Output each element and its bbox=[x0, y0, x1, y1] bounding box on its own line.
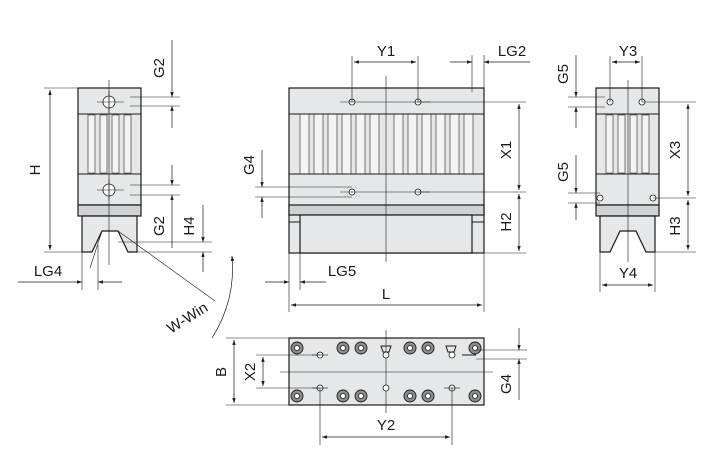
label-w-win: W-Win bbox=[164, 299, 211, 337]
bottom-view bbox=[280, 330, 493, 413]
label-g2-top: G2 bbox=[151, 58, 168, 78]
dimension-y3: Y3 bbox=[609, 43, 643, 102]
dimension-l: L bbox=[291, 253, 485, 312]
dimension-lg5: LG5 bbox=[265, 253, 356, 312]
side-view-left bbox=[77, 80, 142, 265]
label-g2-bottom: G2 bbox=[151, 216, 168, 236]
label-h3: H3 bbox=[667, 216, 684, 235]
side-view-right bbox=[595, 80, 660, 262]
dimension-x1: X1 bbox=[418, 101, 526, 193]
label-g5-top: G5 bbox=[555, 64, 572, 84]
front-ribs bbox=[299, 113, 474, 175]
dimension-g5-bottom: G5 bbox=[555, 155, 600, 220]
dimension-h3: H3 bbox=[655, 200, 696, 253]
dimension-h: H bbox=[27, 87, 84, 253]
dimension-g4-front: G4 bbox=[241, 150, 352, 218]
label-y1: Y1 bbox=[377, 43, 395, 60]
dimension-g2-bottom: G2 bbox=[130, 165, 180, 248]
label-x2: X2 bbox=[242, 363, 259, 381]
label-y4: Y4 bbox=[619, 265, 637, 282]
dimension-y1: Y1 bbox=[351, 43, 419, 102]
label-y2: Y2 bbox=[377, 417, 395, 434]
dimension-lg4: LG4 bbox=[18, 245, 122, 290]
label-g4-front: G4 bbox=[241, 155, 258, 175]
label-h2: H2 bbox=[498, 212, 515, 231]
label-g5-bottom: G5 bbox=[555, 162, 572, 182]
dimension-lg2: LG2 bbox=[450, 43, 530, 92]
bottom-view-bolts bbox=[290, 341, 482, 403]
label-h4: H4 bbox=[181, 216, 198, 235]
label-lg5: LG5 bbox=[328, 263, 356, 280]
dimension-g2-top: G2 bbox=[130, 40, 180, 128]
front-view bbox=[288, 76, 485, 262]
label-g4-bottom: G4 bbox=[498, 374, 515, 394]
label-lg2: LG2 bbox=[498, 43, 526, 60]
dimension-x2: X2 bbox=[242, 354, 320, 389]
label-y3: Y3 bbox=[619, 43, 637, 60]
dimension-h2: H2 bbox=[484, 194, 526, 254]
label-x1: X1 bbox=[498, 141, 515, 159]
label-b: B bbox=[213, 367, 230, 377]
dimension-x3: X3 bbox=[642, 101, 696, 199]
label-h: H bbox=[27, 165, 44, 176]
dimension-y4: Y4 bbox=[599, 252, 656, 292]
label-l: L bbox=[382, 286, 390, 303]
label-x3: X3 bbox=[667, 141, 684, 159]
dimension-g5-top: G5 bbox=[555, 55, 605, 128]
dimension-w-win: W-Win bbox=[89, 230, 235, 339]
label-lg4: LG4 bbox=[34, 263, 62, 280]
dimension-g4-bottom: G4 bbox=[476, 328, 527, 400]
dimension-b: B bbox=[213, 337, 292, 406]
dimension-y2: Y2 bbox=[319, 388, 453, 445]
